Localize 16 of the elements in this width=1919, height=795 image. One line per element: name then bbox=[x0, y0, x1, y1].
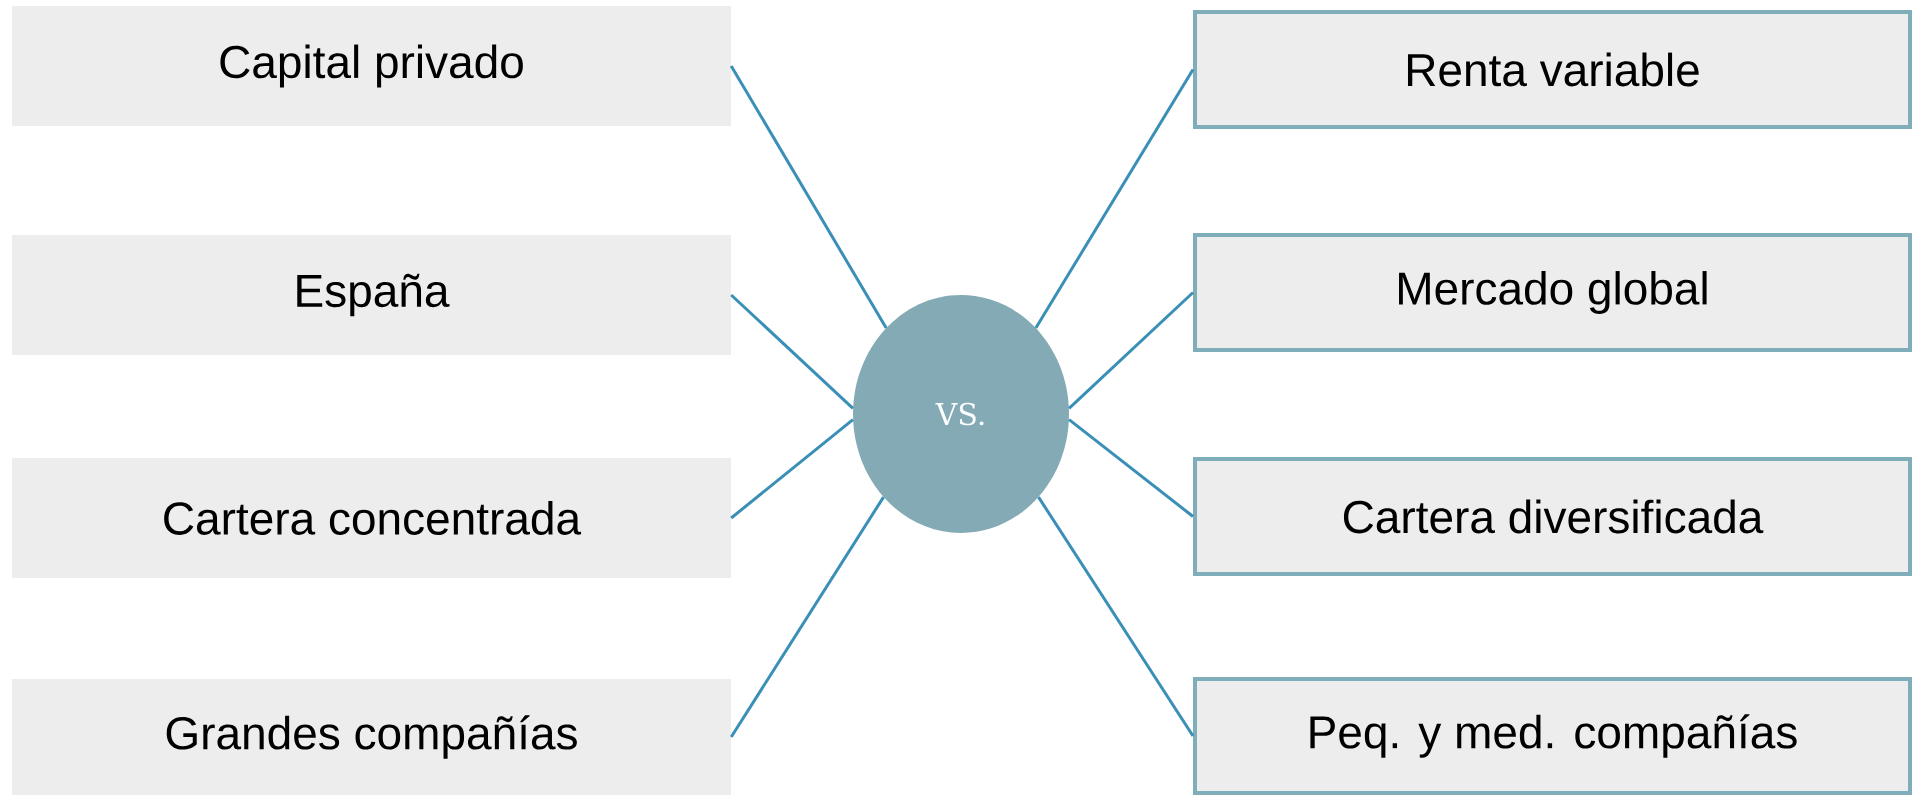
connector-line bbox=[729, 496, 885, 738]
connector-line bbox=[1037, 496, 1195, 737]
label-box: Renta variable bbox=[1193, 10, 1913, 129]
connector-line bbox=[1034, 68, 1195, 329]
label-box: Cartera concentrada bbox=[12, 458, 731, 578]
connector-line bbox=[730, 293, 854, 410]
label-box: Cartera diversificada bbox=[1193, 457, 1913, 576]
label-box: Grandes compañías bbox=[12, 679, 731, 795]
label-box: Capital privado bbox=[12, 6, 731, 126]
connector-line bbox=[730, 418, 854, 520]
label-box: Mercado global bbox=[1193, 233, 1913, 352]
label-box: Peq. y med. compañías bbox=[1193, 677, 1913, 795]
connector-line bbox=[1068, 418, 1194, 518]
connector-line bbox=[729, 65, 888, 329]
connector-line bbox=[1068, 291, 1195, 410]
label-box: España bbox=[12, 235, 731, 355]
